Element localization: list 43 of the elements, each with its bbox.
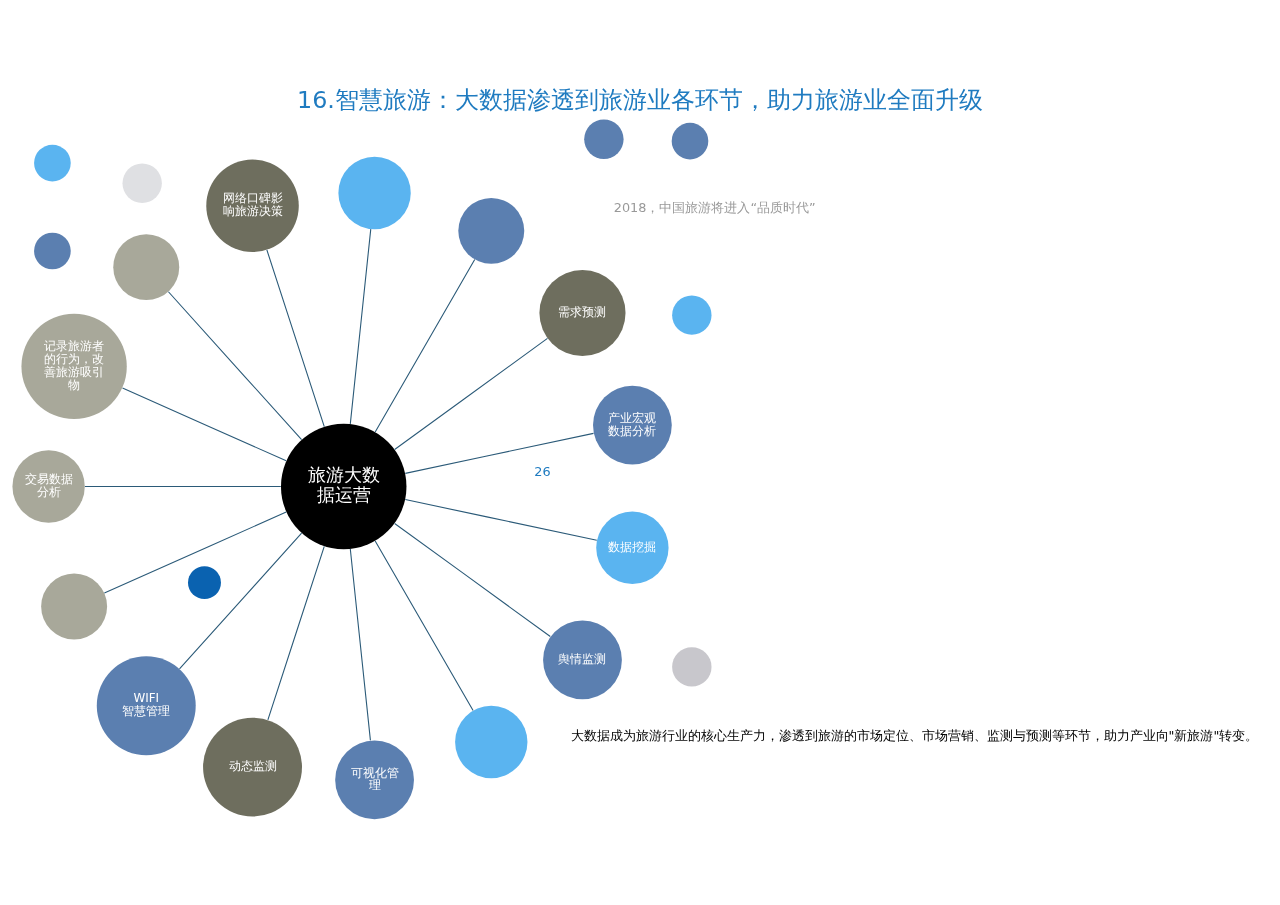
connector (374, 259, 476, 433)
label: 2018，中国旅游将进入“品质时代” (613, 200, 816, 216)
connector (349, 548, 371, 741)
node-circle (34, 144, 71, 182)
node-circle (584, 119, 624, 159)
node-circle: 交易数据分析 (12, 450, 85, 523)
node-circle: 动态监测 (203, 717, 302, 817)
node-circle: 旅游大数据运营 (280, 423, 407, 550)
diagram-title: 16.智慧旅游：大数据渗透到旅游业各环节，助力旅游业全面升级 (297, 86, 983, 115)
node-circle (122, 163, 162, 203)
connector (404, 499, 598, 541)
node-circle (672, 647, 712, 687)
connector (178, 532, 303, 670)
connector (84, 485, 282, 487)
node-circle: 产业宏观数据分析 (593, 385, 672, 465)
connector (167, 291, 303, 441)
label: 26 (534, 464, 551, 480)
node-circle: 数据挖掘 (596, 511, 669, 584)
connector (394, 522, 551, 638)
connector (122, 387, 287, 462)
connector (103, 511, 287, 594)
connector (404, 432, 595, 474)
node-circle (34, 232, 71, 270)
node-circle (458, 197, 525, 264)
node-circle: 可视化管理 (335, 740, 414, 820)
connector (267, 545, 325, 721)
node-circle: 舆情监测 (543, 620, 622, 700)
node-circle: 记录旅游者的行为，改善旅游吸引物 (21, 313, 127, 420)
node-circle (672, 295, 712, 335)
node-circle (671, 122, 709, 160)
node-circle (338, 156, 411, 230)
label: 大数据成为旅游行业的核心生产力，渗透到旅游的市场定位、市场营销、监测与预测等环节，助力产业向"新旅游"转变。 (570, 727, 1259, 743)
node-circle (455, 705, 528, 779)
node-circle (113, 234, 180, 301)
node-circle (188, 566, 221, 600)
node-circle: 需求预测 (539, 269, 626, 357)
connector (266, 249, 325, 428)
connector (394, 337, 548, 450)
connector (349, 228, 372, 425)
node-circle: WIFI智慧管理 (96, 656, 196, 756)
node-circle: 网络口碑影响旅游决策 (206, 159, 299, 253)
connector (374, 540, 474, 712)
node-circle (41, 573, 108, 640)
